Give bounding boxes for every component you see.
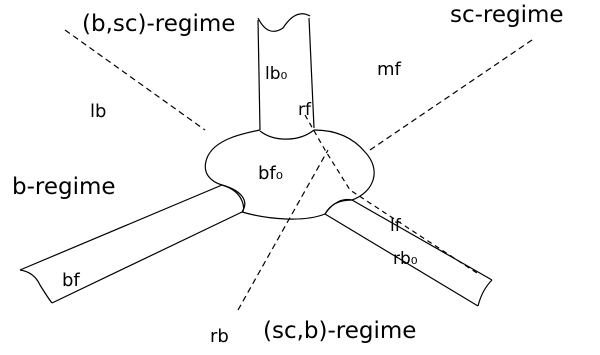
left-tube-end-curve: [19, 269, 53, 304]
upper-tube-right-edge: [308, 17, 315, 129]
right-tube-bottom-edge: [324, 213, 479, 307]
dashed-line-upper-right: [369, 39, 533, 151]
mf-label: mf: [377, 59, 401, 80]
left-tube-top-edge: [19, 184, 223, 271]
bf-label: bf: [62, 270, 80, 291]
b-regime-label: b-regime: [12, 174, 116, 200]
central-blob: [204, 129, 375, 220]
upper-tube-top-curve: [257, 13, 311, 32]
rf-label: rf: [298, 100, 311, 120]
dashed-line-left: [64, 29, 206, 131]
bsc-regime-label: (b,sc)-regime: [82, 11, 236, 37]
left-tube-bottom-edge: [51, 211, 243, 304]
bf0-label: bf₀: [258, 163, 283, 184]
left-tube-junction-curve: [221, 184, 246, 213]
right-tube-top-edge: [351, 199, 493, 281]
lf-label: lf: [390, 216, 401, 236]
blob-upper-rim: [259, 129, 315, 140]
upper-tube-left-edge: [257, 19, 261, 131]
dashed-line-bottom: [237, 149, 329, 311]
lb-label: lb: [90, 101, 107, 122]
lb0-label: lb₀: [265, 64, 288, 84]
right-tube-junction-curve: [324, 198, 353, 215]
rb-label: rb: [210, 326, 229, 347]
right-tube-end-curve: [477, 279, 493, 307]
sc-regime-label: sc-regime: [450, 2, 564, 28]
rb0-label: rb₀: [393, 249, 418, 269]
scb-regime-label: (sc,b)-regime: [263, 318, 417, 344]
dashed-line-center: [304, 114, 481, 276]
